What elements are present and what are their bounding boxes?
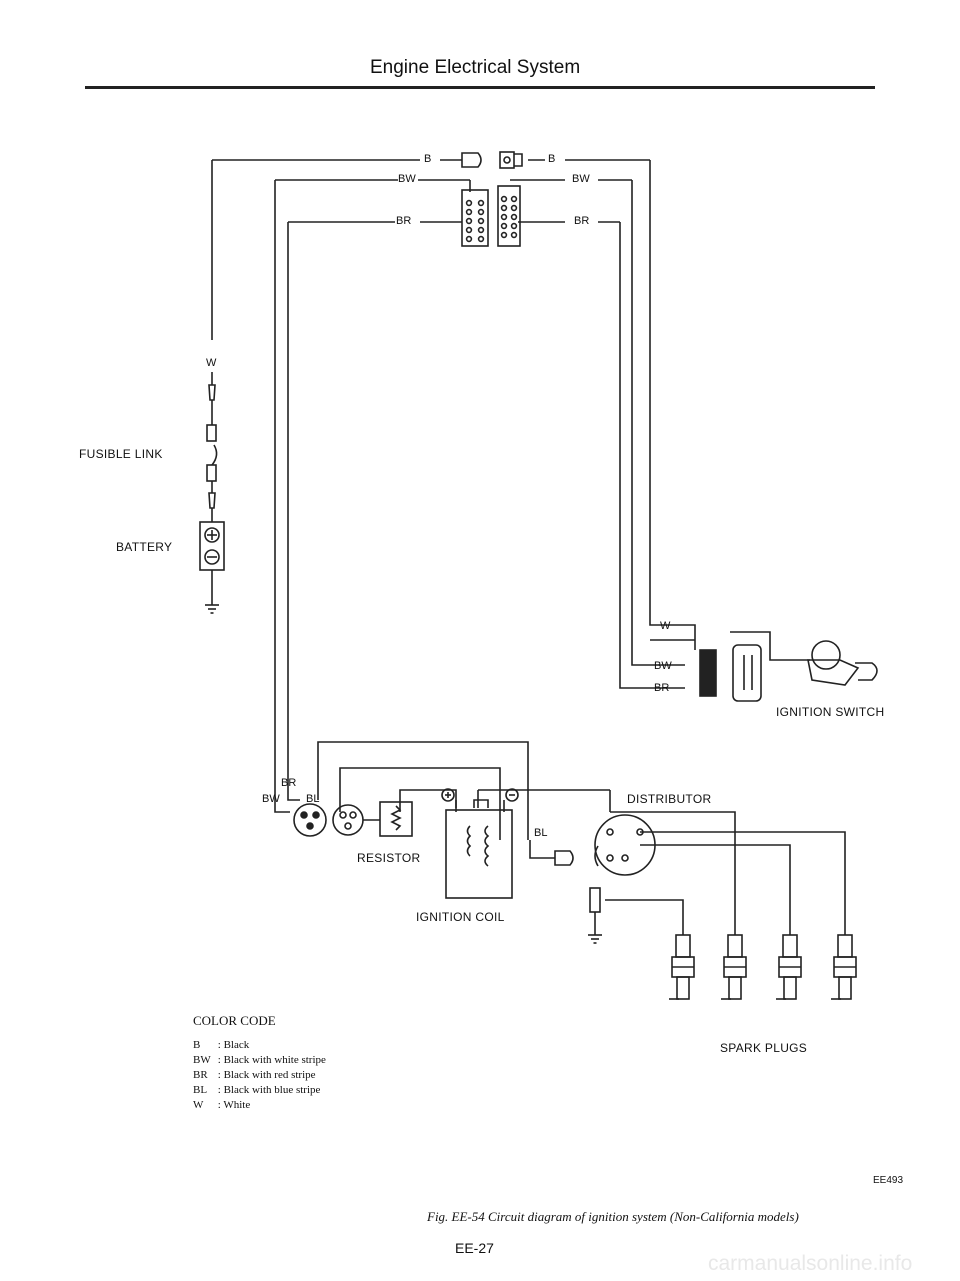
label-distributor: DISTRIBUTOR (627, 792, 712, 806)
label-fusible-link: FUSIBLE LINK (79, 447, 163, 461)
wire-label-bl-coil: BL (534, 827, 548, 839)
color-code-key: B (193, 1039, 201, 1051)
connector-b-left (461, 152, 482, 168)
wire-label-b-left: B (424, 153, 432, 165)
color-code-row: BR : Black with red stripe (193, 1069, 316, 1081)
color-code-title: COLOR CODE (193, 1013, 276, 1028)
wire-label-bw-lower: BW (262, 793, 280, 805)
wire-label-br-right: BR (574, 215, 590, 227)
connector-multipin-left (461, 189, 489, 247)
connector-multipin-right (497, 185, 521, 247)
wire-label-bw-switch: BW (654, 660, 672, 672)
figure-id: EE493 (873, 1175, 904, 1186)
wire-b-top (211, 159, 696, 640)
wire-bw (274, 179, 685, 813)
color-code-desc: Black (223, 1039, 250, 1051)
color-code-desc: Black with blue stripe (223, 1084, 321, 1096)
wire-label-bl-lower: BL (306, 793, 320, 805)
color-code-desc: White (223, 1099, 251, 1111)
wire-label-w-switch: W (660, 620, 671, 632)
label-resistor: RESISTOR (357, 851, 421, 865)
color-code-row: W : White (193, 1099, 251, 1111)
ignition-circuit-wiring (317, 741, 610, 866)
wire-label-b-right: B (548, 153, 556, 165)
wire-label-br-lower: BR (281, 777, 297, 789)
connector-b-right (499, 151, 523, 169)
color-code-key: BL (193, 1084, 208, 1096)
color-code-key: BW (193, 1054, 211, 1066)
header-rule (85, 86, 875, 89)
wire-br (287, 221, 685, 801)
wire-label-w-battery: W (206, 357, 217, 369)
color-code-row: BL : Black with blue stripe (193, 1084, 321, 1096)
figure-caption: Fig. EE-54 Circuit diagram of ignition s… (427, 1209, 799, 1224)
battery-symbol (199, 521, 225, 614)
label-ignition-switch: IGNITION SWITCH (776, 705, 885, 719)
color-code-desc: Black with white stripe (223, 1054, 326, 1066)
color-code-key: BR (193, 1069, 208, 1081)
fusible-link-symbol (206, 372, 218, 522)
color-code-row: B : Black (193, 1039, 250, 1051)
spark-plug-4 (831, 934, 857, 1000)
color-code-desc: Black with red stripe (223, 1069, 316, 1081)
wire-label-bw-right: BW (572, 173, 590, 185)
wire-label-br-switch: BR (654, 682, 670, 694)
distributor-symbol (588, 790, 846, 944)
connector-round-left (293, 803, 327, 837)
spark-plug-2 (721, 934, 747, 1000)
wire-label-bw-left: BW (398, 173, 416, 185)
label-spark-plugs: SPARK PLUGS (720, 1041, 808, 1055)
page-title: Engine Electrical System (370, 57, 581, 78)
label-battery: BATTERY (116, 540, 173, 554)
color-code-key: W (193, 1099, 204, 1111)
ignition-switch-symbol (650, 631, 878, 702)
watermark: carmanualsonline.info (708, 1252, 913, 1275)
connector-round-right (332, 804, 364, 836)
spark-plug-3 (776, 934, 802, 1000)
color-code-row: BW : Black with white stripe (193, 1054, 326, 1066)
ignition-coil-symbol (441, 788, 519, 899)
wire-label-br-left: BR (396, 215, 412, 227)
spark-plug-1 (669, 934, 695, 1000)
resistor-symbol (363, 801, 413, 837)
page-number: EE-27 (455, 1240, 494, 1256)
label-ignition-coil: IGNITION COIL (416, 910, 505, 924)
